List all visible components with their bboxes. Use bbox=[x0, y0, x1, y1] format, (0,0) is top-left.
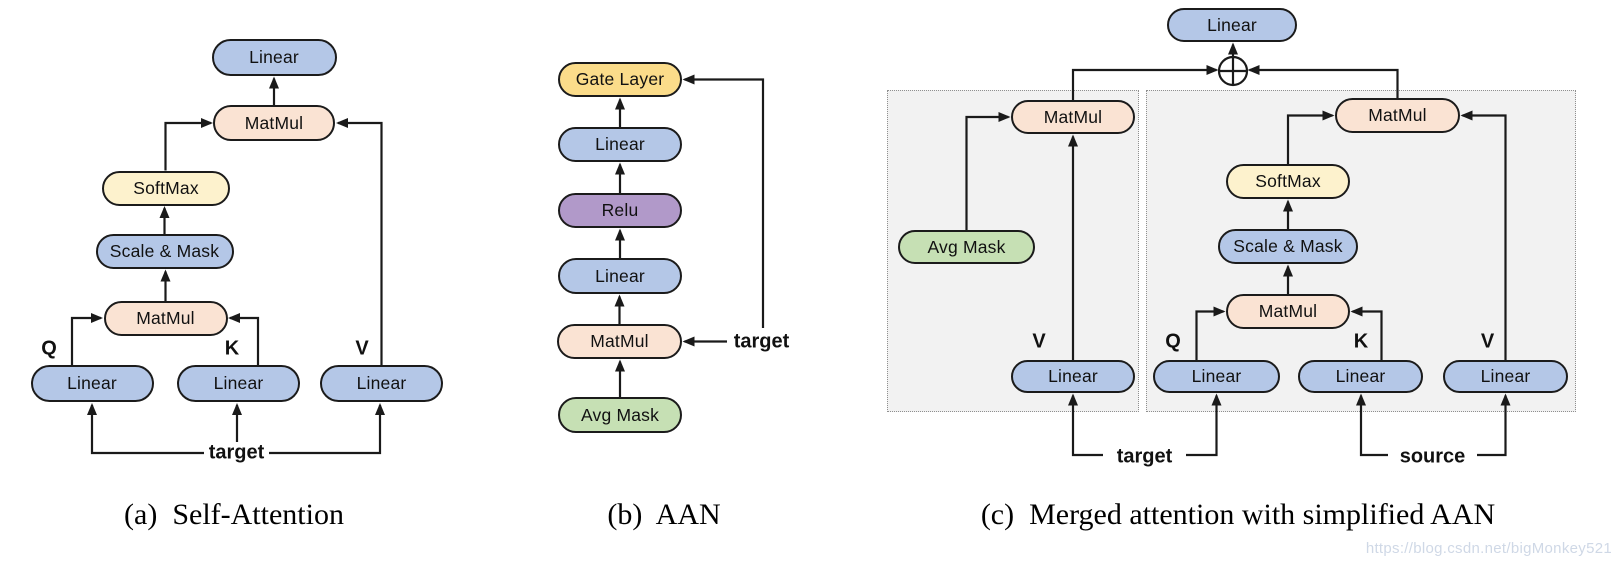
edge-arrow-30 bbox=[1286, 110, 1335, 164]
edge-arrow-25 bbox=[1477, 393, 1511, 457]
node-a-matmul-1: MatMul bbox=[103, 301, 228, 336]
watermark: https://blog.csdn.net/bigMonkey521 bbox=[1365, 540, 1612, 557]
edge-arrow-4 bbox=[228, 313, 260, 365]
io-label-a-q: Q bbox=[41, 337, 57, 360]
node-c-avg-mask: Avg Mask bbox=[898, 230, 1035, 264]
edge-arrow-31 bbox=[1460, 110, 1507, 360]
edge-arrow-8 bbox=[336, 118, 383, 365]
node-c-linear-vs: Linear bbox=[1443, 360, 1568, 393]
io-label-c-q: Q bbox=[1165, 330, 1181, 353]
node-c-matmul-tgt: MatMul bbox=[1011, 100, 1135, 134]
edge-arrow-20 bbox=[965, 112, 1011, 230]
caption-a: (a) Self-Attention bbox=[124, 498, 344, 531]
edge-arrow-2 bbox=[269, 403, 385, 455]
node-b-gate-layer: Gate Layer bbox=[558, 62, 682, 97]
io-label-c-source: source bbox=[1399, 445, 1466, 468]
node-c-scale-mask: Scale & Mask bbox=[1218, 229, 1358, 264]
node-b-linear-1: Linear bbox=[558, 258, 682, 294]
node-c-softmax: SoftMax bbox=[1226, 164, 1350, 199]
edge-arrow-3 bbox=[70, 313, 103, 365]
node-b-avg-mask: Avg Mask bbox=[558, 397, 682, 433]
node-b-relu: Relu bbox=[558, 193, 682, 228]
node-c-linear-vt: Linear bbox=[1011, 360, 1135, 393]
edge-arrow-23 bbox=[1186, 393, 1222, 457]
node-c-linear-k: Linear bbox=[1298, 360, 1423, 393]
io-label-a-target: target bbox=[208, 441, 265, 464]
io-label-c-v-right: V bbox=[1480, 330, 1495, 353]
edge-arrow-7 bbox=[164, 118, 213, 171]
node-a-linear-k: Linear bbox=[177, 365, 300, 402]
edge-arrow-0 bbox=[87, 403, 204, 455]
edge-arrow-18 bbox=[1071, 65, 1219, 100]
node-a-linear-out: Linear bbox=[211, 39, 337, 76]
caption-b: (b) AAN bbox=[607, 498, 721, 531]
io-label-a-v: V bbox=[355, 337, 369, 360]
node-c-matmul-out: MatMul bbox=[1335, 98, 1460, 133]
edge-arrow-27 bbox=[1350, 306, 1383, 360]
edge-arrow-16 bbox=[682, 74, 765, 328]
io-label-a-k: K bbox=[224, 337, 240, 360]
node-a-linear-v: Linear bbox=[320, 365, 443, 402]
node-b-linear-2: Linear bbox=[558, 127, 682, 162]
node-a-matmul-2: MatMul bbox=[213, 105, 335, 141]
io-label-b-target: target bbox=[733, 330, 790, 353]
io-label-c-v-left: V bbox=[1032, 330, 1046, 353]
edge-arrow-19 bbox=[1247, 65, 1399, 98]
io-label-c-k: K bbox=[1353, 330, 1369, 353]
io-label-c-target: target bbox=[1116, 445, 1173, 468]
edge-arrow-26 bbox=[1195, 306, 1226, 360]
node-c-linear-q: Linear bbox=[1153, 360, 1280, 393]
node-a-linear-q: Linear bbox=[30, 365, 154, 402]
edge-arrow-22 bbox=[1068, 393, 1103, 457]
node-a-softmax: SoftMax bbox=[102, 170, 230, 206]
node-b-matmul: MatMul bbox=[557, 324, 682, 359]
edge-arrow-24 bbox=[1356, 393, 1388, 457]
caption-c: (c) Merged attention with simplified AAN bbox=[980, 498, 1496, 531]
node-c-linear-out: Linear bbox=[1167, 8, 1297, 42]
circled-plus-merge bbox=[1217, 55, 1249, 87]
node-c-matmul-qk: MatMul bbox=[1226, 294, 1350, 329]
node-a-scale-mask: Scale & Mask bbox=[95, 234, 234, 269]
